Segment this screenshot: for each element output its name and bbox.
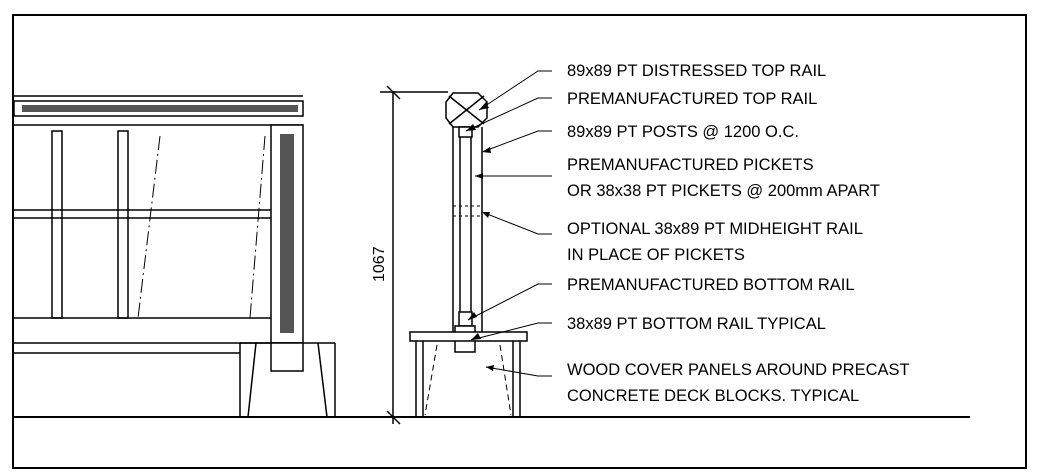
callout-cover-panels-line1: WOOD COVER PANELS AROUND PRECAST xyxy=(567,361,910,379)
callout-distressed-top-rail: 89x89 PT DISTRESSED TOP RAIL xyxy=(567,62,826,80)
callout-cover-panels-line2: CONCRETE DECK BLOCKS. TYPICAL xyxy=(567,387,859,405)
dimension-label: 1067 xyxy=(371,246,388,282)
callout-midheight-rail-line2: IN PLACE OF PICKETS xyxy=(567,246,745,264)
callout-pickets-line2: OR 38x38 PT PICKETS @ 200mm APART xyxy=(567,182,880,200)
section-view xyxy=(380,70,552,425)
callout-labels: 89x89 PT DISTRESSED TOP RAIL PREMANUFACT… xyxy=(567,62,910,405)
leader-arrowheads xyxy=(466,102,494,371)
callout-premanufactured-bottom-rail: PREMANUFACTURED BOTTOM RAIL xyxy=(567,276,855,294)
callout-pickets-line1: PREMANUFACTURED PICKETS xyxy=(567,156,814,174)
elevation-view xyxy=(13,95,336,418)
callout-posts: 89x89 PT POSTS @ 1200 O.C. xyxy=(567,123,799,141)
callout-midheight-rail-line1: OPTIONAL 38x89 PT MIDHEIGHT RAIL xyxy=(567,220,863,238)
callout-premanufactured-top-rail: PREMANUFACTURED TOP RAIL xyxy=(567,90,817,108)
callout-bottom-rail-typical: 38x89 PT BOTTOM RAIL TYPICAL xyxy=(567,315,826,333)
